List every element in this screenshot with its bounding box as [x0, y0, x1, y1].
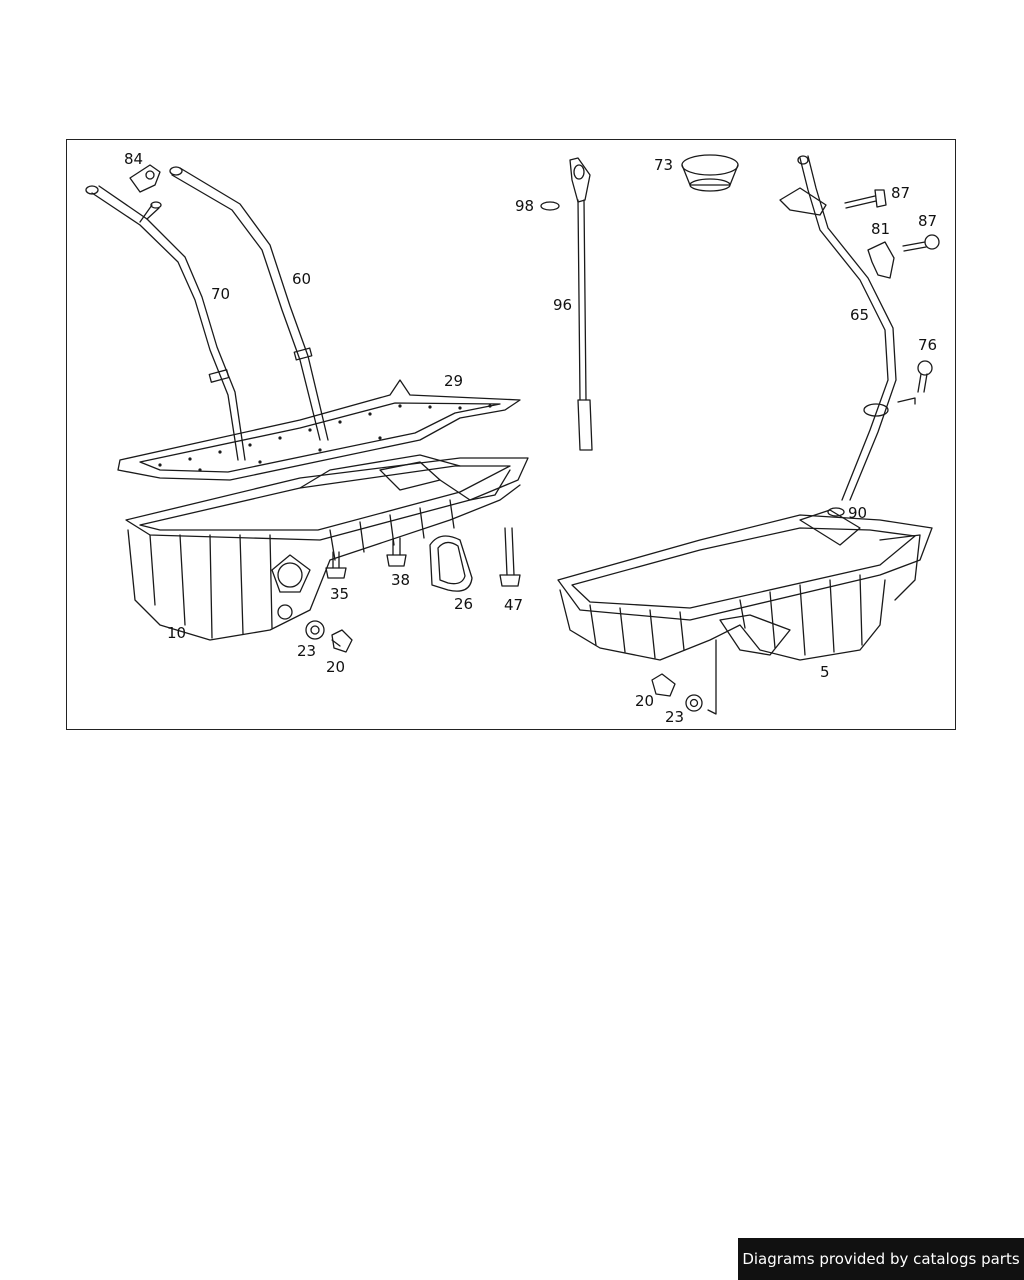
part-label-23-right[interactable]: 23 [665, 708, 685, 726]
part-label-35[interactable]: 35 [330, 585, 350, 603]
washer-90 [827, 507, 845, 517]
part-label-60[interactable]: 60 [292, 270, 312, 288]
part-label-96[interactable]: 96 [553, 296, 573, 314]
part-label-20-left[interactable]: 20 [326, 658, 346, 676]
part-label-98[interactable]: 98 [515, 197, 535, 215]
leader-line-pan-5 [707, 639, 717, 715]
bolt-35 [325, 551, 347, 579]
part-label-47[interactable]: 47 [504, 596, 524, 614]
part-label-65[interactable]: 65 [850, 306, 870, 324]
footer-credit-text: Diagrams provided by catalogs parts [742, 1250, 1020, 1268]
part-label-23-left[interactable]: 23 [297, 642, 317, 660]
bolt-76 [897, 360, 933, 405]
bolt-47 [499, 527, 521, 587]
part-label-26[interactable]: 26 [454, 595, 474, 613]
cap-73 [681, 154, 739, 192]
oil-pan-10 [125, 454, 529, 641]
tube-65 [779, 155, 897, 501]
part-label-87-upper[interactable]: 87 [891, 184, 911, 202]
gasket-29 [117, 379, 521, 481]
part-label-84[interactable]: 84 [124, 150, 144, 168]
part-label-70[interactable]: 70 [211, 285, 231, 303]
seal-98 [540, 201, 560, 211]
part-label-81[interactable]: 81 [871, 220, 891, 238]
part-label-20-right[interactable]: 20 [635, 692, 655, 710]
dipstick-tube-70 [85, 185, 246, 461]
part-label-73[interactable]: 73 [654, 156, 674, 174]
oil-pan-5 [557, 509, 933, 661]
part-label-5[interactable]: 5 [820, 663, 830, 681]
part-label-76[interactable]: 76 [918, 336, 938, 354]
gasket-26 [429, 535, 473, 592]
part-label-29[interactable]: 29 [444, 372, 464, 390]
bolt-87-upper [844, 189, 887, 209]
part-label-38[interactable]: 38 [391, 571, 411, 589]
dipstick-tube-60 [169, 166, 329, 441]
part-label-10[interactable]: 10 [167, 624, 187, 642]
part-label-87-lower[interactable]: 87 [918, 212, 938, 230]
clip-84 [129, 164, 161, 193]
footer-credit-banner: Diagrams provided by catalogs parts [738, 1238, 1024, 1280]
bolt-87-lower [902, 234, 940, 252]
part-label-90[interactable]: 90 [848, 504, 868, 522]
washer-23-right [685, 694, 703, 712]
dipstick-96 [569, 157, 593, 451]
drain-plug-20-left [331, 629, 353, 653]
washer-23-left [305, 620, 325, 640]
bolt-38 [386, 537, 407, 567]
diagram-frame [66, 139, 956, 730]
bracket-81 [867, 241, 895, 279]
drain-plug-20-right [651, 673, 676, 697]
